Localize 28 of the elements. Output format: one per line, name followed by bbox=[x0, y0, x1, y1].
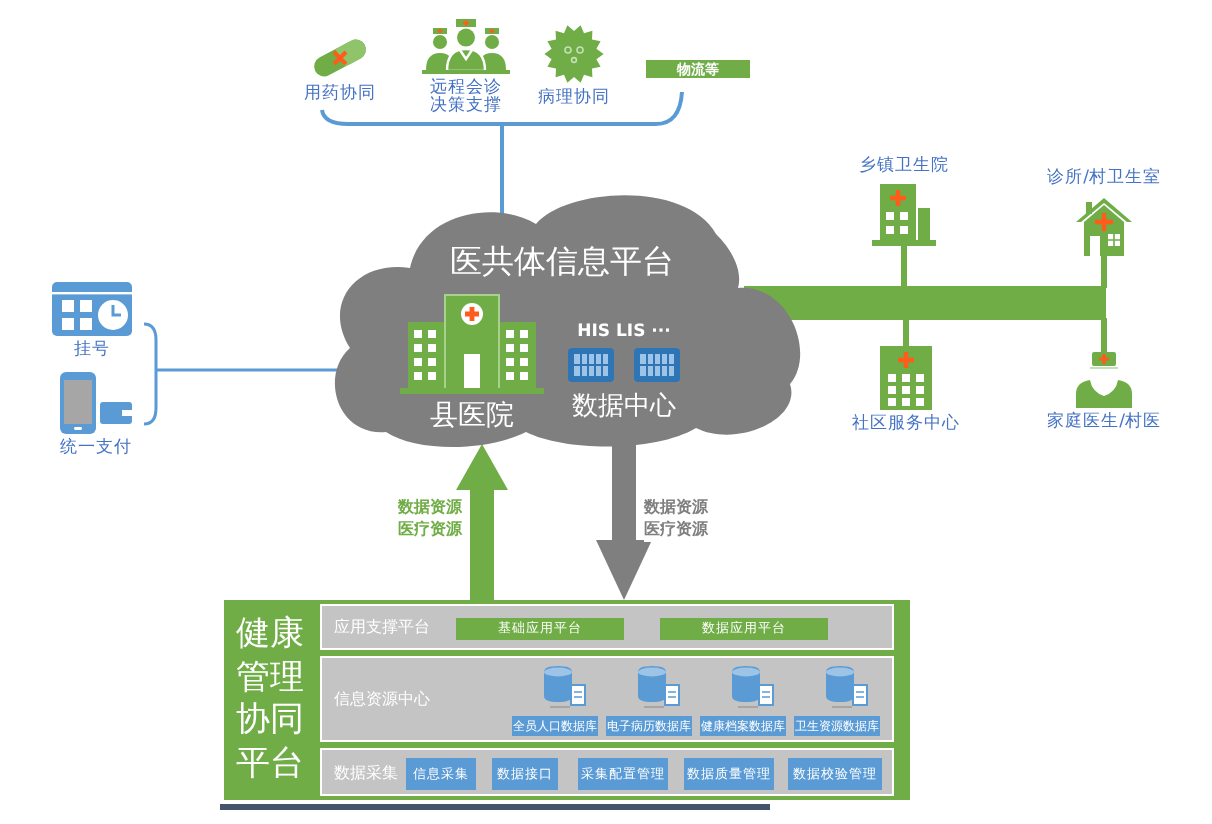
node-label: 统一支付 bbox=[60, 440, 132, 460]
band-label: 信息资源中心 bbox=[334, 690, 430, 709]
layer-band bbox=[320, 604, 894, 650]
block-arrow bbox=[456, 444, 508, 600]
block-arrow bbox=[596, 444, 652, 600]
system-label: HIS LIS ··· bbox=[577, 324, 671, 344]
band-label: 数据采集 bbox=[334, 763, 398, 782]
layer-band bbox=[320, 656, 894, 742]
node-label: 远程会诊决策支撑 bbox=[428, 80, 504, 118]
platform-panel bbox=[224, 600, 910, 800]
band-label: 应用支撑平台 bbox=[334, 618, 430, 637]
node-label: 社区服务中心 bbox=[852, 416, 960, 436]
panel-title: 健康管理协同平台 bbox=[236, 614, 306, 786]
node-label: 乡镇卫生院 bbox=[859, 158, 949, 178]
node-label: 用药协同 bbox=[304, 86, 376, 106]
connector-bar bbox=[744, 246, 1107, 352]
node-label: 数据中心 bbox=[572, 393, 676, 424]
node-label: 病理协同 bbox=[538, 90, 610, 110]
bracket-line bbox=[143, 322, 340, 426]
cloud-title: 医共体信息平台 bbox=[450, 244, 674, 281]
edge-label: 数据资源医疗资源 bbox=[644, 498, 712, 542]
edge-label: 数据资源医疗资源 bbox=[398, 498, 466, 542]
node-label: 县医院 bbox=[430, 400, 514, 433]
node-label: 诊所/村卫生室 bbox=[1047, 170, 1161, 190]
node-label: 家庭医生/村医 bbox=[1047, 414, 1161, 434]
bracket-line bbox=[320, 91, 684, 216]
node-label: 挂号 bbox=[74, 342, 110, 362]
layer-band bbox=[320, 748, 894, 796]
